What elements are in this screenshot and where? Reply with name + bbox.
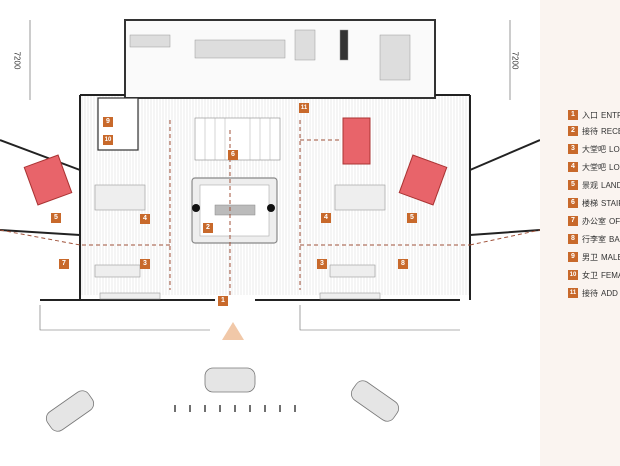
legend-cn: 行李室 [582,234,606,244]
legend-en: OFFI [609,216,620,226]
legend-item: 1 入口ENTRA [568,109,620,121]
legend-num: 3 [568,144,578,154]
floor-plan [0,19,540,432]
marker-lounge-right: 3 [317,259,327,269]
legend-item: 3 大堂吧LOU [568,143,620,155]
marker-office: 7 [59,259,69,269]
legend-cn: 入口 [582,110,598,120]
dimension-left: 7200 [12,51,22,70]
legend-cn: 大堂吧 [582,162,606,172]
lounge-furniture [129,29,411,81]
dimension-right: 7200 [510,51,520,70]
legend-cn: 大堂吧 [582,144,606,154]
legend-num: 7 [568,216,578,226]
marker-add-reception: 11 [299,103,309,113]
legend-en: RECEP [601,126,620,136]
marker-baggage: 8 [398,259,408,269]
legend-num: 11 [568,288,578,298]
legend-en: LOB [609,162,620,172]
legend-en: ADD R [601,288,620,298]
legend-en: BAG [609,234,620,244]
marker-stairs: 6 [228,150,238,160]
legend-cn: 景观 [582,180,598,190]
legend-en: MALE [601,252,620,262]
walls [0,94,540,301]
legend-cn: 女卫 [582,270,598,280]
legend-item: 7 办公室OFFI [568,215,620,227]
marker-landscape-left: 5 [51,213,61,223]
legend-num: 1 [568,110,578,120]
legend-panel: 1入口ENTRA 2接待RECEP 3大堂吧LOU 4大堂吧LOB 5景观LAN… [540,0,620,466]
legend-num: 5 [568,180,578,190]
legend-num: 2 [568,126,578,136]
legend-num: 9 [568,252,578,262]
legend-num: 6 [568,198,578,208]
legend-item: 4 大堂吧LOB [568,161,620,173]
legend-item: 8 行李室BAG [568,233,620,245]
circulation-paths [0,120,540,295]
legend-cn: 办公室 [582,216,606,226]
marker-entrance: 1 [218,296,228,306]
entrance-arrow [222,322,244,340]
marker-landscape-right: 5 [407,213,417,223]
marker-male-restroom: 9 [103,117,113,127]
legend-en: ENTRA [601,110,620,120]
legend-en: LANDS [601,180,620,190]
marker-lobby-left: 4 [140,214,150,224]
legend-cn: 楼梯 [582,198,598,208]
legend-item: 5 景观LANDS [568,179,620,191]
marker-lounge-left: 3 [140,259,150,269]
lounge-seating [94,184,386,300]
legend-en: FEMAL [601,270,620,280]
legend-cn: 接待 [582,126,598,136]
legend-num: 4 [568,162,578,172]
legend-item: 2 接待RECEP [568,125,620,137]
marker-lobby-right: 4 [321,213,331,223]
elevators [23,117,448,206]
marker-female-restroom: 10 [103,135,113,145]
legend-item: 10 女卫FEMAL [568,269,620,281]
cars [45,367,400,432]
legend-num: 8 [568,234,578,244]
legend-en: LOU [609,144,620,154]
marker-reception: 2 [203,223,213,233]
legend-item: 9 男卫MALE [568,251,620,263]
legend-num: 10 [568,270,578,280]
legend-en: STAIRS [601,198,620,208]
legend-item: 6 楼梯STAIRS [568,197,620,209]
legend-cn: 男卫 [582,252,598,262]
legend-cn: 接待 [582,288,598,298]
